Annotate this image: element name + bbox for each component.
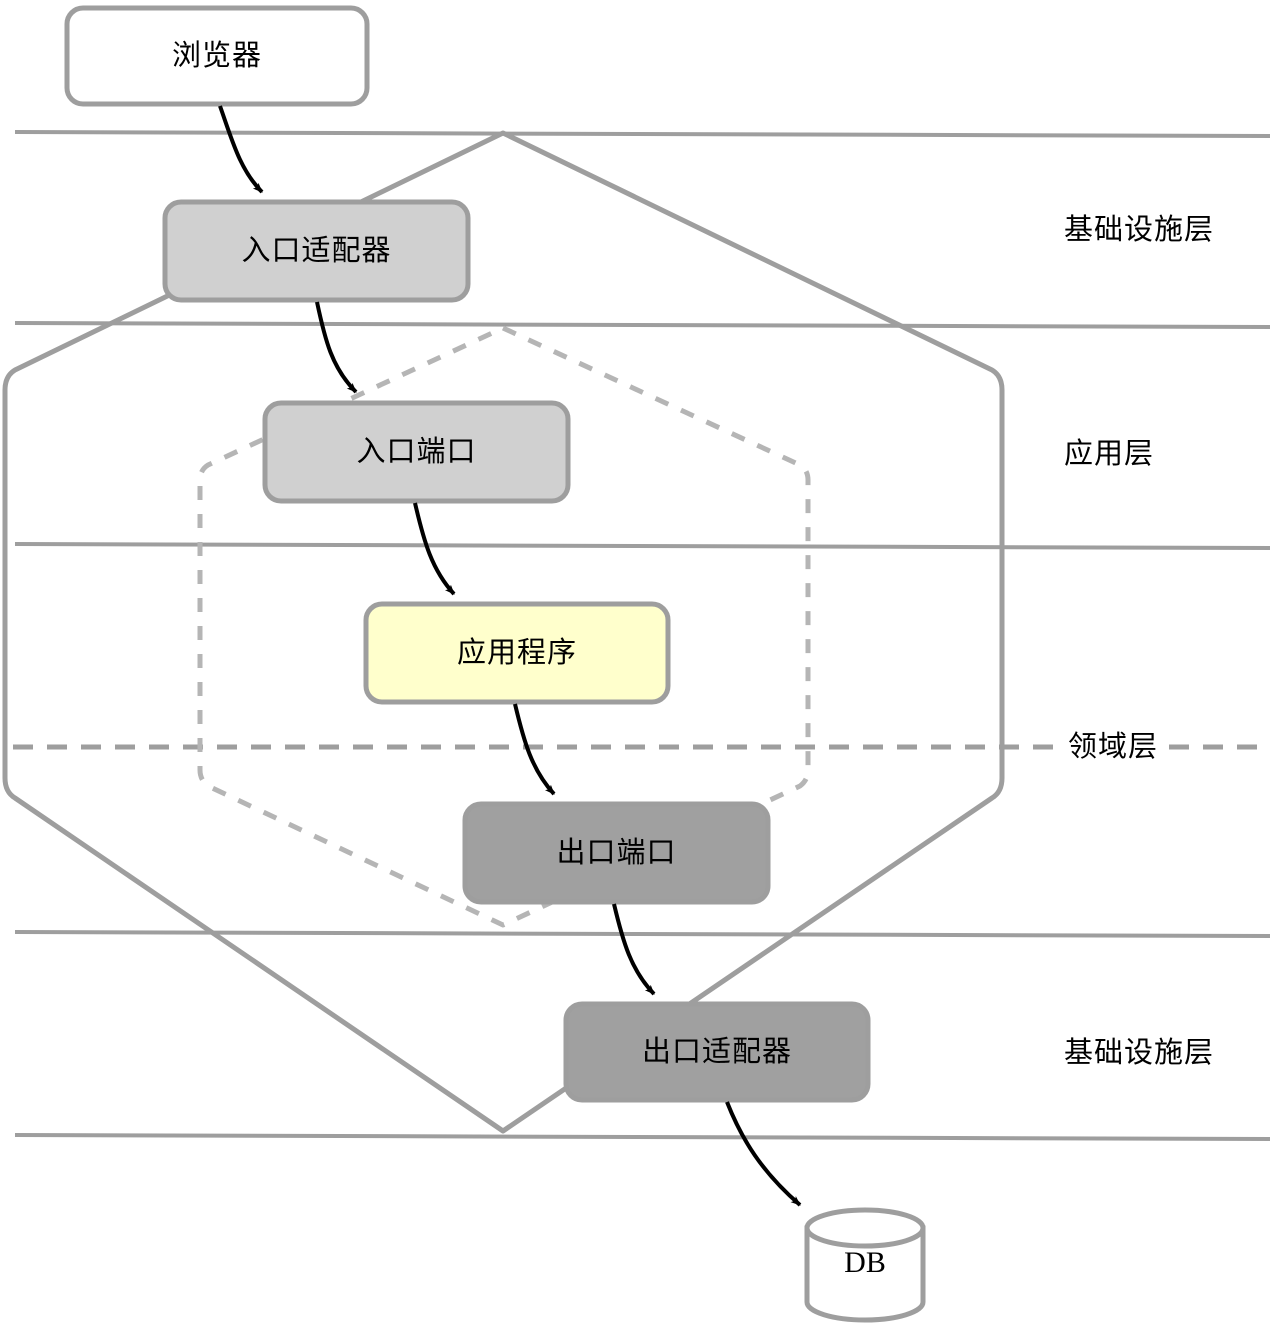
outer-hexagon — [2, 130, 1005, 1134]
layer-line-3 — [14, 542, 1271, 550]
layer-label-infrastructure-top: 基础设施层 — [1064, 213, 1215, 246]
outbound-port-box[interactable] — [462, 801, 771, 905]
inbound-port-box[interactable] — [262, 400, 571, 504]
arrow-inbound-adapter-to-inbound-port — [315, 301, 358, 394]
outbound-adapter-box[interactable] — [563, 1001, 871, 1103]
database-cylinder[interactable] — [804, 1207, 926, 1323]
layer-label-domain: 领域层 — [1064, 730, 1163, 764]
connector-arrows — [218, 105, 802, 1207]
inbound-adapter-box[interactable] — [162, 199, 471, 303]
arrow-application-to-outbound-port — [513, 703, 556, 796]
application-box[interactable] — [363, 601, 671, 705]
arrow-outbound-adapter-to-database — [725, 1101, 802, 1207]
layer-separator-lines — [13, 130, 1271, 1141]
inner-hexagon — [197, 325, 811, 928]
layer-label-infrastructure-bottom: 基础设施层 — [1064, 1036, 1215, 1069]
arrow-inbound-port-to-application — [413, 502, 456, 596]
browser-box[interactable] — [64, 5, 370, 107]
layer-line-5 — [14, 930, 1271, 938]
layer-line-1 — [14, 130, 1271, 138]
layer-line-6 — [14, 1133, 1271, 1141]
layer-line-2 — [14, 321, 1271, 329]
database-label: DB — [844, 1246, 886, 1279]
arrow-browser-to-inbound-adapter — [218, 105, 264, 194]
node-shapes — [64, 5, 926, 1323]
arrow-outbound-port-to-outbound-adapter — [612, 903, 656, 996]
layer-label-application: 应用层 — [1064, 437, 1155, 470]
